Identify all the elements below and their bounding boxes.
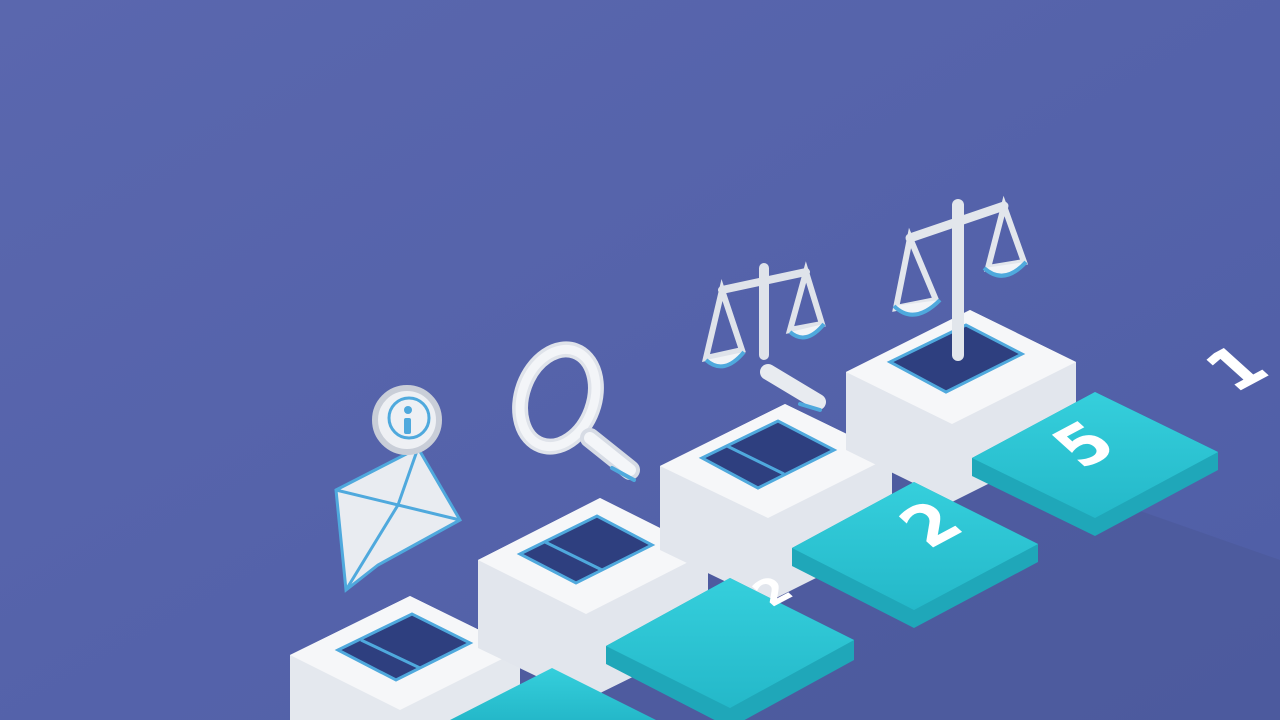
block-slot — [334, 612, 474, 682]
scales-icon — [892, 195, 1029, 361]
magnifying-glass-icon — [512, 341, 640, 482]
number-tile-1: 1 — [972, 333, 1280, 536]
block-step-1 — [290, 596, 520, 720]
block-slot — [698, 419, 838, 490]
scales-icon — [701, 261, 826, 412]
envelope-icon — [334, 385, 463, 593]
number-tile-2: 5 — [792, 410, 1132, 628]
block-slot — [516, 514, 656, 585]
